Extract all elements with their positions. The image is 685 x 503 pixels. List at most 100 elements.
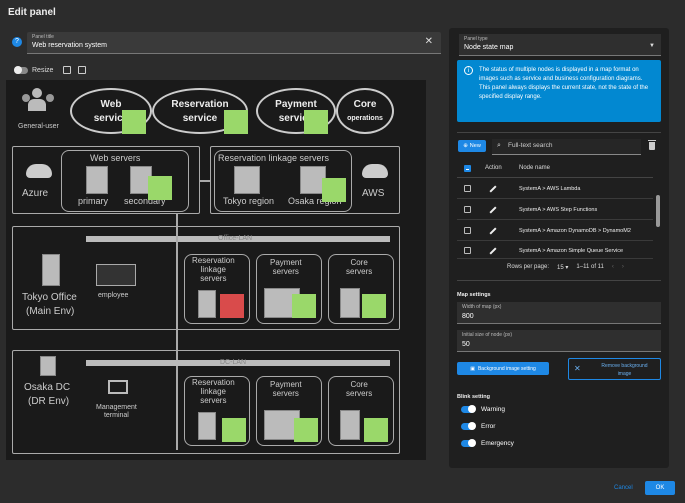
dr-env-label: (DR Env) <box>28 396 70 407</box>
node-name-cell: SystemA > AWS Lambda <box>519 186 581 192</box>
page-range: 1–11 of 11 <box>576 264 604 270</box>
employee-icon <box>96 264 136 286</box>
panel-title-label: Panel title <box>32 34 54 40</box>
edit-icon[interactable] <box>489 227 497 235</box>
panel-type-select[interactable]: Panel type Node state map ▼ <box>459 34 661 56</box>
info-icon: i <box>464 66 473 75</box>
status-node[interactable] <box>148 176 172 200</box>
status-node[interactable] <box>294 418 318 442</box>
fit-icon[interactable] <box>63 66 72 74</box>
osaka-dc-label: Osaka DC <box>24 382 71 393</box>
server-icon <box>340 410 360 440</box>
status-node[interactable] <box>304 110 328 134</box>
cancel-button[interactable]: Cancel <box>614 485 633 491</box>
status-node[interactable] <box>322 178 346 202</box>
emergency-toggle[interactable] <box>461 439 476 447</box>
primary-label: primary <box>78 196 109 206</box>
secondary-label: secondary <box>124 196 166 206</box>
row-checkbox[interactable] <box>464 247 471 254</box>
error-toggle[interactable] <box>461 422 476 430</box>
azure-cloud-icon <box>26 164 52 178</box>
azure-label: Azure <box>22 188 49 199</box>
help-icon[interactable]: ? <box>12 37 22 47</box>
monitor-icon <box>108 380 128 394</box>
search-box[interactable]: ⌕ <box>492 139 641 155</box>
row-checkbox[interactable] <box>464 227 471 234</box>
building-icon <box>40 356 56 376</box>
cloud-outer-box <box>12 146 200 214</box>
row-checkbox[interactable] <box>464 185 471 192</box>
node-name-cell: SystemA > AWS Step Functions <box>519 207 598 213</box>
edit-icon[interactable] <box>489 206 497 214</box>
node-size-field[interactable]: Initial size of node (px) 50 <box>457 330 661 352</box>
table-row[interactable]: SystemA > AWS Step Functions <box>457 199 653 220</box>
panel-title-field[interactable]: Panel title Web reservation system ✕ <box>27 32 441 54</box>
divider <box>457 132 661 133</box>
new-button[interactable]: ⊕New <box>458 140 486 152</box>
trash-icon[interactable] <box>648 140 656 150</box>
server-icon <box>198 290 216 318</box>
resize-toggle[interactable] <box>14 65 28 74</box>
resize-control: Resize <box>14 65 87 74</box>
status-node-error[interactable] <box>220 294 244 318</box>
ok-button[interactable]: OK <box>645 481 675 495</box>
status-node[interactable] <box>292 294 316 318</box>
dc-payment-servers-box <box>256 376 322 446</box>
node-name-cell: SystemA > Amazon DynamoDB > DynamoM2 <box>519 228 631 234</box>
dc-reservation-linkage-box <box>184 376 250 446</box>
blink-setting-title: Blink setting <box>457 394 491 400</box>
server-icon <box>198 412 216 440</box>
tokyo-office-label: Tokyo Office <box>22 292 77 303</box>
panel-type-label: Panel type <box>464 36 488 42</box>
edit-icon[interactable] <box>489 185 497 193</box>
background-image-button[interactable]: ▣Background image setting <box>457 362 549 375</box>
status-node[interactable] <box>364 418 388 442</box>
linkage-servers-box <box>214 150 352 212</box>
aws-label: AWS <box>362 188 385 199</box>
clear-icon[interactable]: ✕ <box>424 36 433 47</box>
map-width-field[interactable]: Width of map (px) 800 <box>457 302 661 324</box>
plus-icon: ⊕ <box>463 143 468 149</box>
col-node-name: Node name <box>519 165 551 171</box>
status-node[interactable] <box>362 294 386 318</box>
status-node[interactable] <box>222 418 246 442</box>
remove-background-button[interactable]: ✕ Remove background image <box>568 358 661 380</box>
connector-line <box>200 180 210 182</box>
server-icon <box>86 166 108 194</box>
server-icon <box>300 166 326 194</box>
select-all-checkbox[interactable] <box>464 165 471 172</box>
table-row[interactable]: SystemA > Amazon Simple Queue Service <box>457 241 653 259</box>
office-lan-bar <box>86 236 390 242</box>
scroll-thumb[interactable] <box>656 195 660 227</box>
table-header: Action Node name <box>457 160 653 178</box>
panel-type-value: Node state map <box>464 44 514 51</box>
row-checkbox[interactable] <box>464 206 471 213</box>
next-page-icon[interactable]: › <box>621 264 624 270</box>
server-icon <box>340 288 360 318</box>
search-icon: ⌕ <box>497 142 501 149</box>
pagination: Rows per page: 15 ▾ 1–11 of 11 ‹ › <box>507 264 624 271</box>
status-node[interactable] <box>224 110 248 134</box>
copy-icon[interactable] <box>78 66 87 74</box>
warning-toggle[interactable] <box>461 405 476 413</box>
panel-title-value[interactable]: Web reservation system <box>32 42 107 49</box>
info-banner: i The status of multiple nodes is displa… <box>457 60 661 122</box>
table-scrollbar[interactable] <box>655 160 661 252</box>
table-row[interactable]: SystemA > AWS Lambda <box>457 178 653 199</box>
prev-page-icon[interactable]: ‹ <box>611 264 614 270</box>
table-row[interactable]: SystemA > Amazon DynamoDB > DynamoM2 <box>457 220 653 241</box>
dialog-title: Edit panel <box>8 7 56 18</box>
rows-per-page-select[interactable]: 15 ▾ <box>557 265 569 271</box>
node-name-cell: SystemA > Amazon Simple Queue Service <box>519 248 624 254</box>
search-input[interactable] <box>508 142 636 149</box>
tokyo-office-box <box>12 226 400 330</box>
status-node[interactable] <box>122 110 146 134</box>
edit-icon[interactable] <box>489 247 497 255</box>
aws-outer-box <box>210 146 400 214</box>
